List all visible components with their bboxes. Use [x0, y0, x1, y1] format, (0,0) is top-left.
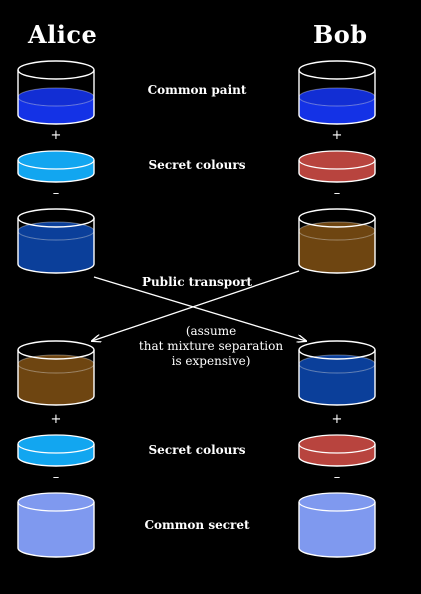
- alice-common-secret-cup: [17, 492, 95, 558]
- secret-colours-label-bottom: Secret colours: [148, 443, 246, 457]
- note-line-1: (assume: [185, 324, 237, 338]
- alice-heading: Alice: [28, 20, 98, 49]
- common-secret-label: Common secret: [144, 518, 250, 532]
- alice-common-paint-cup: [17, 60, 95, 125]
- public-transport-label: Public transport: [141, 275, 253, 289]
- bob-minus-operator-2: –: [333, 470, 341, 485]
- alice-plus-operator-1: +: [50, 128, 62, 143]
- note-line-3: is expensive): [171, 354, 251, 368]
- bob-common-paint-cup: [298, 60, 376, 125]
- alice-minus-operator-2: –: [52, 470, 60, 485]
- secret-colours-label-top: Secret colours: [148, 158, 246, 172]
- alice-received-cup: [17, 340, 95, 406]
- alice-secret-colour-dish-2: [17, 434, 95, 467]
- separation-note: (assume that mixture separation is expen…: [121, 324, 301, 369]
- note-line-2: that mixture separation: [138, 339, 284, 353]
- bob-plus-operator-2: +: [331, 412, 343, 427]
- alice-minus-operator-1: –: [52, 186, 60, 201]
- bob-mixture-cup: [298, 208, 376, 274]
- alice-mixture-cup: [17, 208, 95, 274]
- bob-secret-colour-dish: [298, 150, 376, 183]
- bob-plus-operator-1: +: [331, 128, 343, 143]
- bob-secret-colour-dish-2: [298, 434, 376, 467]
- arrow-alice-to-bob: [93, 276, 306, 341]
- alice-secret-colour-dish: [17, 150, 95, 183]
- arrow-bob-to-alice: [92, 270, 300, 341]
- alice-plus-operator-2: +: [50, 412, 62, 427]
- common-paint-label: Common paint: [147, 83, 247, 97]
- bob-common-secret-cup: [298, 492, 376, 558]
- bob-received-cup: [298, 340, 376, 406]
- bob-heading: Bob: [313, 20, 368, 49]
- bob-minus-operator-1: –: [333, 186, 341, 201]
